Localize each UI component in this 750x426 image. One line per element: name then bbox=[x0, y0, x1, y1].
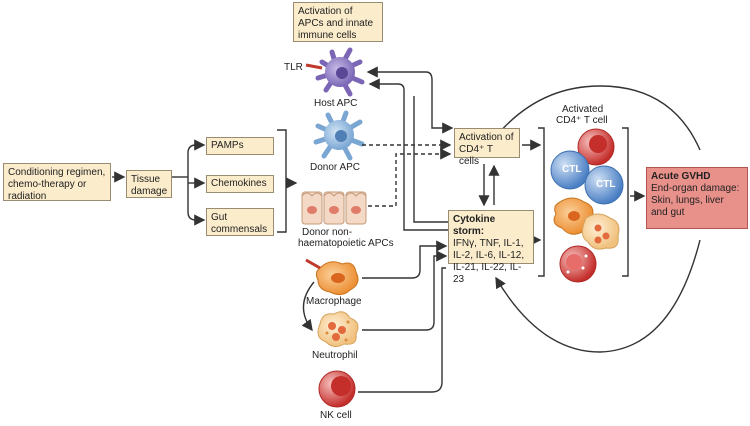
gut-commensals-box: Gut commensals bbox=[206, 208, 274, 236]
bracket-stimuli bbox=[277, 129, 298, 233]
donor-nonhaem-cells bbox=[301, 191, 367, 225]
effector-nk-cell bbox=[559, 245, 597, 283]
effector-neutrophil bbox=[582, 213, 620, 250]
acute-gvhd-title: Acute GVHD bbox=[651, 171, 711, 182]
acute-gvhd-body: End-organ damage: Skin, lungs, liver and… bbox=[651, 183, 740, 218]
cytokine-storm-title: Cytokine storm: bbox=[453, 214, 496, 237]
donor-apc-label: Donor APC bbox=[310, 162, 361, 173]
gut-commensals-text: Gut commensals bbox=[211, 212, 268, 235]
chemokines-text: Chemokines bbox=[211, 178, 267, 189]
donor-nonhaem-label-1: Donor non- bbox=[302, 227, 353, 238]
activation-cd4-text: Activation of CD4⁺ T cells bbox=[459, 132, 514, 167]
arrows-cd4-storm bbox=[478, 164, 500, 207]
arrows-innate-to-storm bbox=[358, 240, 448, 393]
arrows-donor-dashed bbox=[362, 139, 452, 207]
activated-cd4-label-2: CD4⁺ T cell bbox=[556, 115, 608, 126]
conditioning-box: Conditioning regimen, chemo-therapy or r… bbox=[3, 163, 111, 202]
macrophage-label: Macrophage bbox=[306, 296, 362, 307]
nk-cell-label: NK cell bbox=[320, 410, 352, 421]
ctl-cell-1 bbox=[550, 150, 590, 190]
arrows-tissue-branch bbox=[172, 139, 206, 226]
conditioning-text: Conditioning regimen, chemo-therapy or r… bbox=[8, 167, 106, 202]
tissue-damage-text: Tissue damage bbox=[131, 174, 168, 197]
arrows-host-apc bbox=[366, 66, 454, 231]
ctl-cell-2 bbox=[584, 165, 624, 205]
ctl-label-2: CTL bbox=[596, 179, 616, 190]
donor-nonhaem-label-2: haematopoietic APCs bbox=[298, 238, 394, 249]
activation-apcs-box: Activation of APCs and innate immune cel… bbox=[293, 2, 383, 42]
activated-cd4-cell bbox=[577, 128, 615, 166]
cytokine-storm-box: Cytokine storm: IFNγ, TNF, IL-1, IL-2, I… bbox=[448, 210, 534, 285]
activation-apcs-text: Activation of APCs and innate immune cel… bbox=[298, 6, 374, 41]
activation-cd4-box: Activation of CD4⁺ T cells bbox=[454, 128, 520, 167]
arrow-macrophage-neutrophil bbox=[301, 281, 315, 332]
arrows-to-effector-cells bbox=[522, 139, 542, 246]
host-apc-cell bbox=[305, 47, 365, 97]
cytokine-storm-body: IFNγ, TNF, IL-1, IL-2, IL-6, IL-12, IL-2… bbox=[453, 238, 525, 285]
pamps-box: PAMPs bbox=[206, 137, 274, 155]
activated-cd4-label-1: Activated bbox=[562, 104, 604, 115]
tissue-damage-box: Tissue damage bbox=[126, 170, 172, 198]
host-apc-label: Host APC bbox=[314, 98, 358, 109]
bracket-effectors bbox=[538, 127, 646, 277]
pamps-text: PAMPs bbox=[211, 140, 244, 151]
feedback-loop-circle bbox=[495, 85, 701, 353]
neutrophil-cell bbox=[317, 311, 359, 348]
donor-apc-cell bbox=[313, 110, 365, 161]
acute-gvhd-box: Acute GVHD End-organ damage: Skin, lungs… bbox=[646, 167, 748, 229]
chemokines-box: Chemokines bbox=[206, 175, 274, 193]
neutrophil-label: Neutrophil bbox=[312, 350, 358, 361]
tlr-label: TLR bbox=[284, 62, 303, 73]
macrophage-cell bbox=[305, 258, 359, 296]
ctl-label-1: CTL bbox=[562, 164, 582, 175]
nk-cell bbox=[318, 370, 356, 408]
